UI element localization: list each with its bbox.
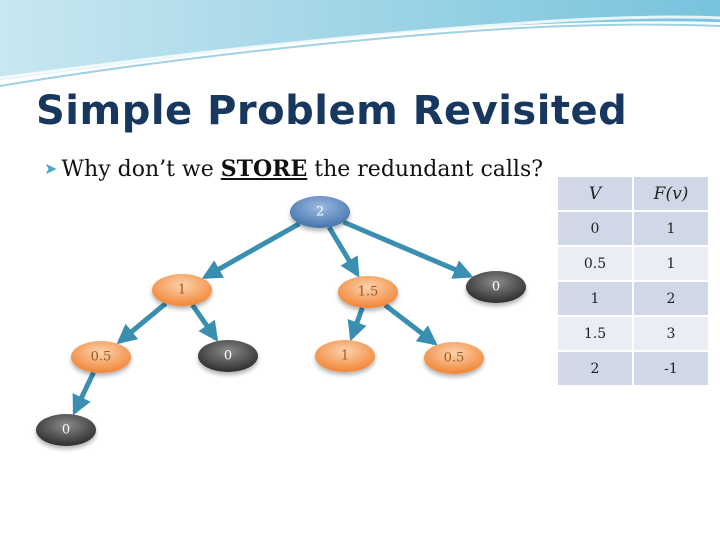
- tree-node-n05b: 0.5: [424, 342, 484, 374]
- table-row: 1 2: [558, 280, 708, 316]
- tree-node-label: 0: [224, 349, 232, 364]
- slide-title: Simple Problem Revisited: [36, 88, 628, 134]
- tree-edge-n15-n1b: [347, 306, 367, 342]
- table-header-row: V F(v): [558, 177, 708, 212]
- tree-node-shape: [198, 340, 258, 372]
- table-cell-v: 2: [558, 350, 633, 385]
- tree-node-shape: [152, 274, 212, 306]
- tree-edge-n2-n1: [201, 221, 301, 280]
- tree-node-n15: 1.5: [338, 276, 398, 308]
- tree-node-label: 0.5: [444, 351, 465, 366]
- tree-node-label: 0.5: [91, 350, 112, 365]
- bullet-text-prefix: Why don’t we: [61, 157, 221, 182]
- tree-node-n1: 1: [152, 274, 212, 306]
- tree-node-label: 1.5: [358, 285, 379, 300]
- tree-node-label: 1: [178, 283, 186, 298]
- tree-edge-n2-n0a: [342, 219, 474, 279]
- tree-node-label: 0: [62, 423, 70, 438]
- tree-edge-n1-n05a: [116, 301, 168, 345]
- tree-node-n0a: 0: [466, 271, 526, 303]
- table-cell-v: 0: [558, 211, 633, 246]
- tree-node-n1b: 1: [315, 340, 375, 372]
- bullet-point: ➤Why don’t we STORE the redundant calls?: [44, 156, 543, 182]
- tree-node-n05a: 0.5: [71, 341, 131, 373]
- tree-node-shape: [315, 340, 375, 372]
- table-row: 0 1: [558, 211, 708, 246]
- table-header-v: V: [558, 177, 633, 212]
- tree-node-label: 2: [316, 205, 324, 220]
- bullet-emphasis-store: STORE: [220, 156, 308, 182]
- tree-node-shape: [466, 271, 526, 303]
- table-cell-fv: 1: [632, 211, 708, 246]
- tree-node-label: 1: [341, 349, 349, 364]
- table-cell-fv: 2: [632, 280, 708, 316]
- table-cell-fv: 3: [632, 315, 708, 351]
- table-row: 2 -1: [558, 350, 708, 385]
- table-row: 1.5 3: [558, 315, 708, 351]
- tree-edge-n1-n0b: [190, 303, 219, 342]
- tree-node-shape: [71, 341, 131, 373]
- memo-table: V F(v) 0 1 0.5 1 1 2 1.5 3 2 -1: [558, 177, 708, 385]
- table-cell-fv: 1: [632, 245, 708, 281]
- tree-edge-n05a-n0c: [72, 371, 96, 416]
- header-wave-decoration: [0, 0, 720, 87]
- tree-edge-n2-n15: [326, 225, 360, 278]
- table-cell-v: 0.5: [558, 245, 633, 281]
- bullet-text-suffix: the redundant calls?: [307, 157, 544, 182]
- tree-node-shape: [290, 196, 350, 228]
- bullet-icon: ➤: [44, 159, 58, 178]
- tree-node-shape: [36, 414, 96, 446]
- tree-node-shape: [424, 342, 484, 374]
- tree-node-n0c: 0: [36, 414, 96, 446]
- table-header-fv: F(v): [632, 177, 708, 212]
- table-cell-fv: -1: [632, 350, 708, 385]
- table-cell-v: 1.5: [558, 315, 633, 351]
- tree-node-n0b: 0: [198, 340, 258, 372]
- tree-node-n2: 2: [290, 196, 350, 228]
- recursion-tree: 2 1 1.5 0 0.5 0 1 0.5 0: [36, 196, 526, 446]
- tree-edge-n15-n05b: [383, 303, 438, 346]
- tree-node-shape: [338, 276, 398, 308]
- table-cell-v: 1: [558, 280, 633, 316]
- tree-node-label: 0: [492, 280, 500, 295]
- table-row: 0.5 1: [558, 245, 708, 281]
